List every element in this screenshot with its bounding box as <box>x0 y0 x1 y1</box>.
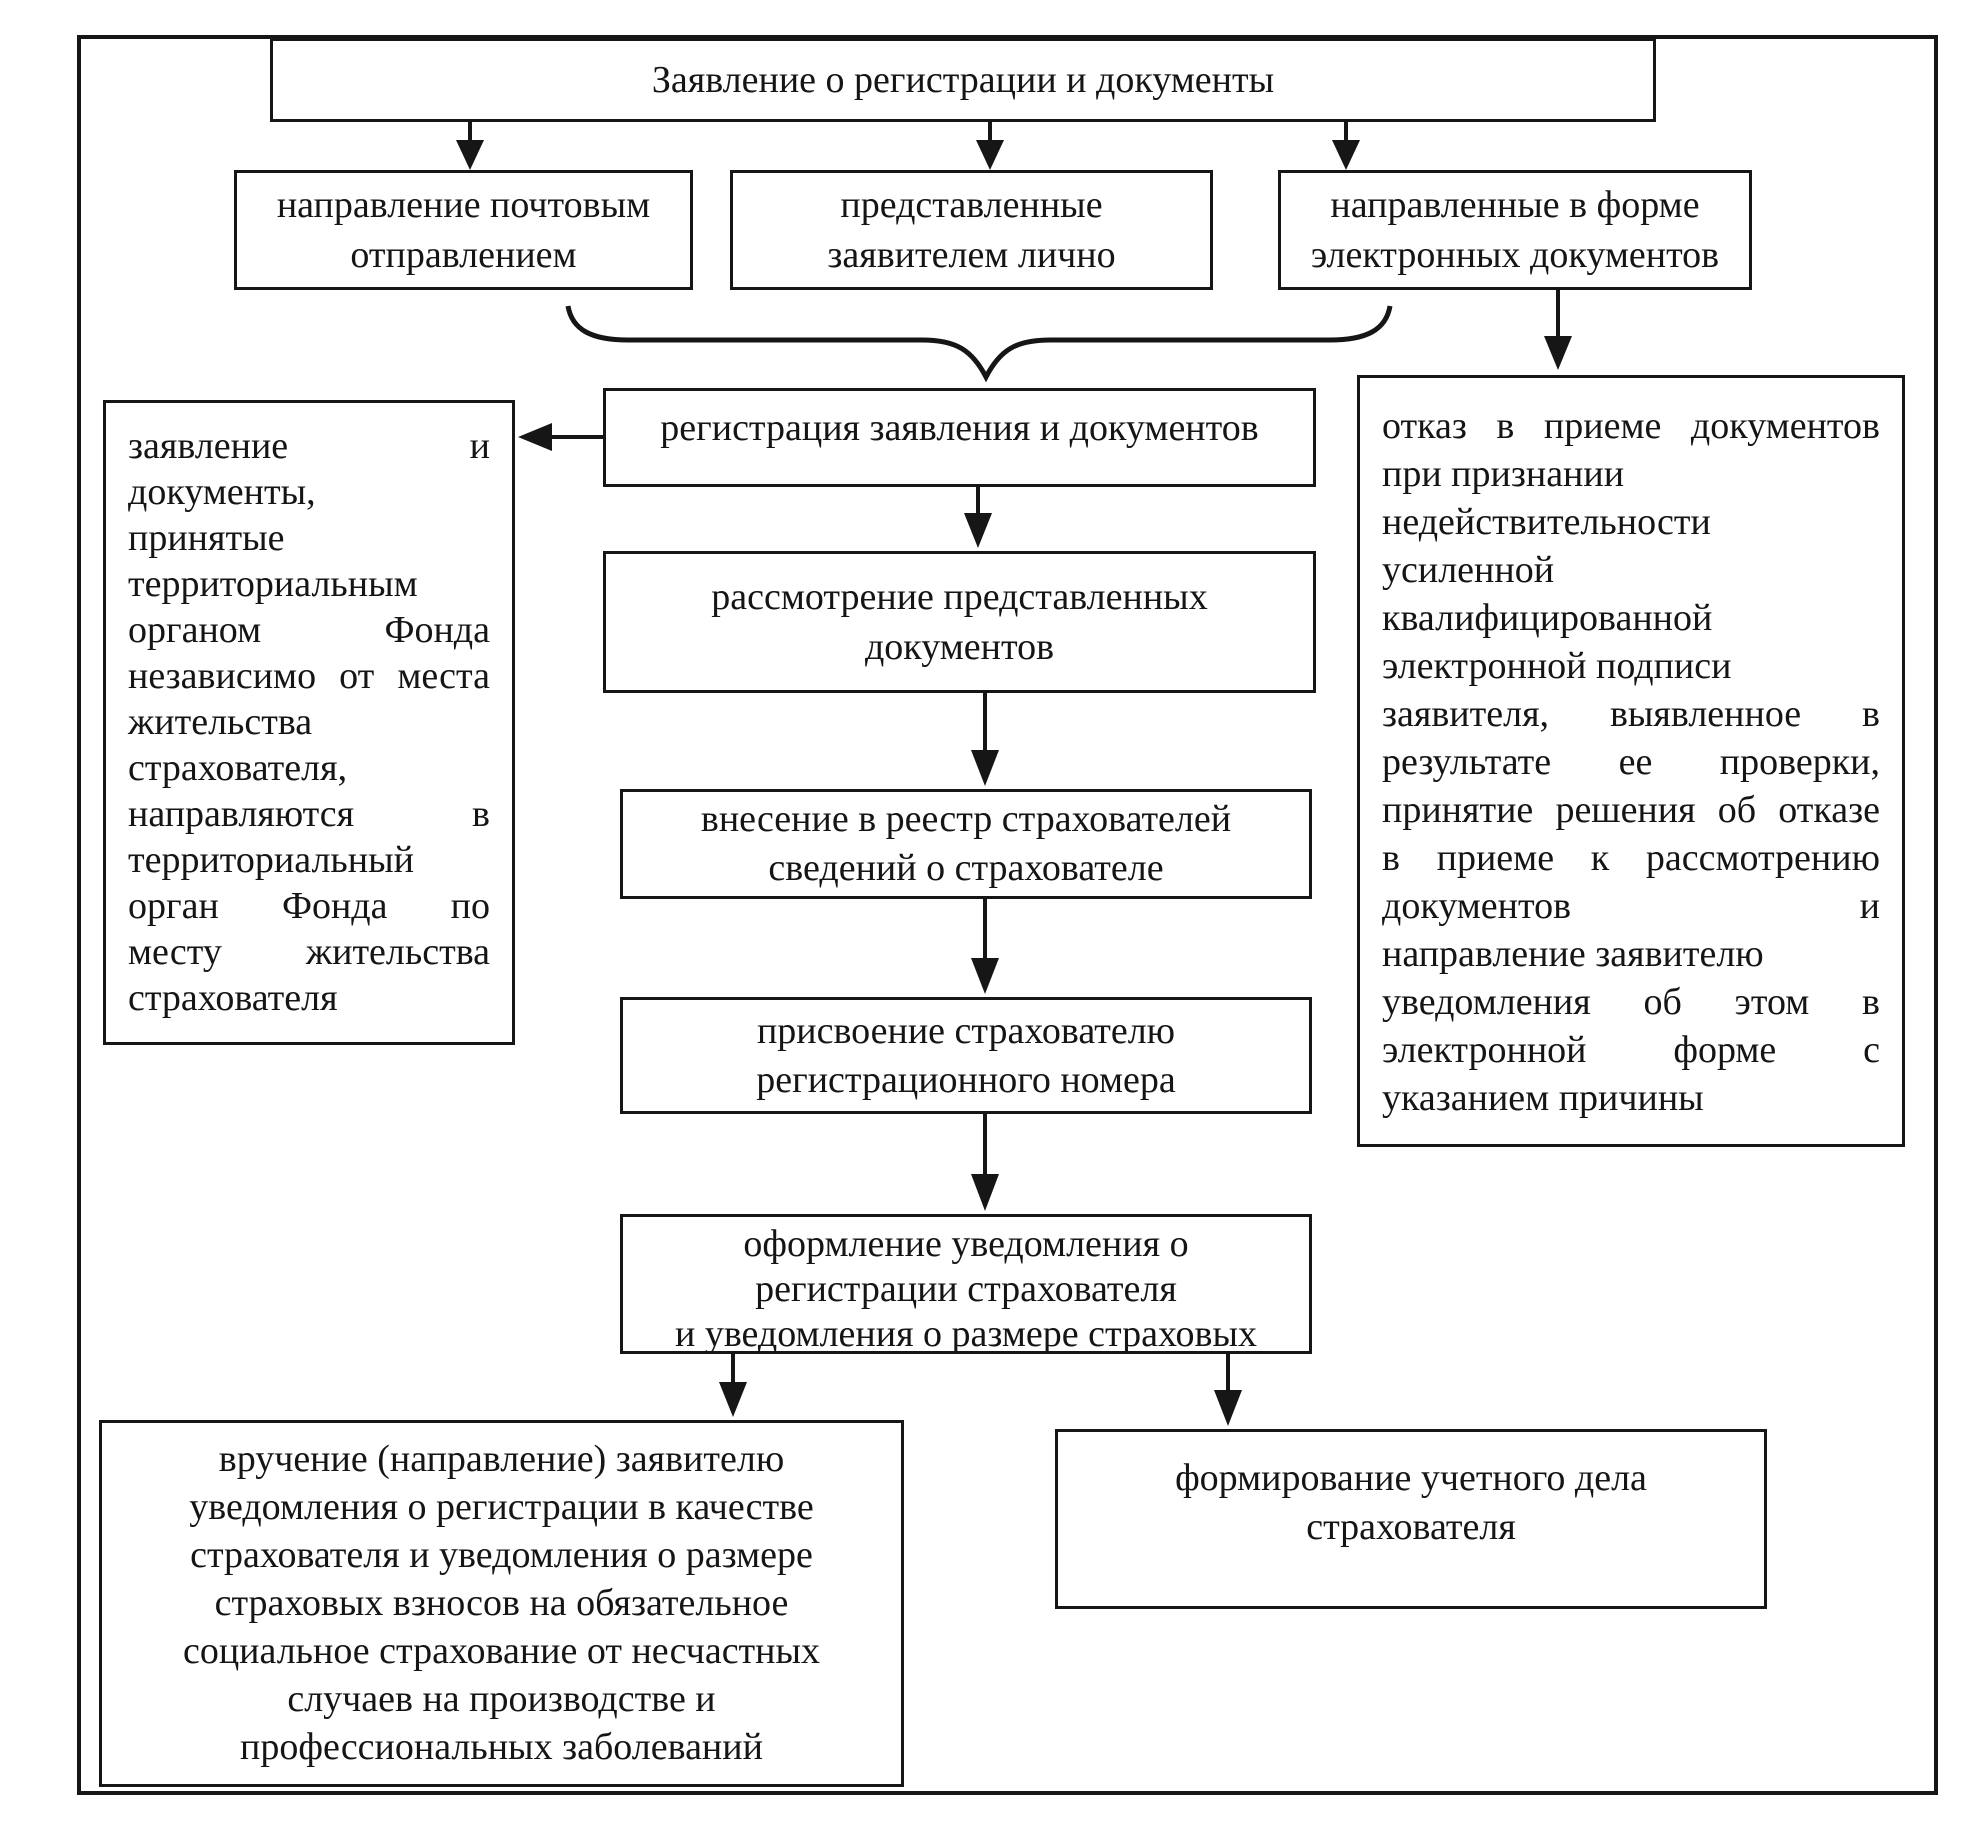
node-step-assign-number: присвоение страхователю регистрационного… <box>620 997 1312 1114</box>
arrow-step5-to-file <box>1214 1354 1242 1426</box>
arrow-electronic-to-refusal <box>1544 290 1572 370</box>
node-step-issue-notices: оформление уведомления о регистрации стр… <box>620 1214 1312 1354</box>
diagram-frame <box>77 35 1938 1795</box>
arrow-step5-to-delivery <box>719 1354 747 1417</box>
node-step-register-entry: внесение в реестр страхователей сведений… <box>620 789 1312 899</box>
arrow-step3-to-step4 <box>971 899 999 994</box>
node-step-review: рассмотрение представленных документов <box>603 551 1316 693</box>
node-channel-in-person: представленные заявителем лично <box>730 170 1213 290</box>
brace-gather <box>565 305 1393 383</box>
arrow-top-to-inperson <box>976 122 1004 170</box>
node-outcome-delivery-of-notices: вручение (направление) заявителю уведомл… <box>99 1420 904 1787</box>
arrow-step1-to-step2 <box>964 487 992 548</box>
arrow-step4-to-step5 <box>971 1114 999 1211</box>
node-step-registration: регистрация заявления и документов <box>603 388 1316 487</box>
node-outcome-insured-file: формирование учетного дела страхователя <box>1055 1429 1767 1609</box>
node-application-and-documents: Заявление о регистрации и документы <box>270 38 1656 122</box>
node-channel-postal: направление почтовым отправлением <box>234 170 693 290</box>
arrow-step2-to-step3 <box>971 693 999 786</box>
arrow-top-to-electronic <box>1332 122 1360 170</box>
arrow-top-to-mail <box>456 122 484 170</box>
node-channel-electronic: направленные в форме электронных докумен… <box>1278 170 1752 290</box>
arrow-registration-to-leftnote <box>518 423 603 451</box>
